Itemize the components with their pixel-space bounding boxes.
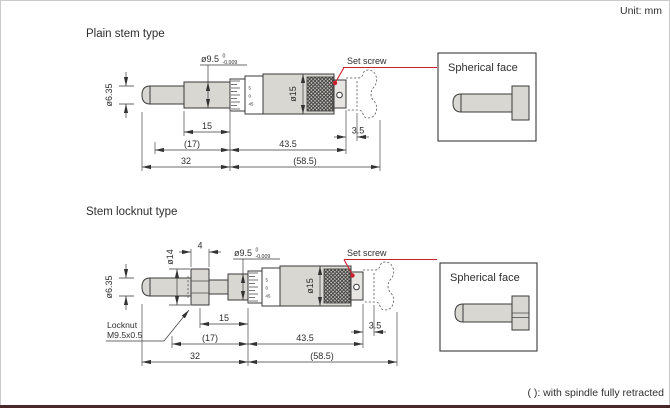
plain-stem-drawing: ø6.35 ø9.5 0 -0.009 5 0 45 ø15 Set screw (104, 54, 437, 171)
knurled-grip (323, 268, 351, 304)
dim-label-17: (17) (202, 333, 218, 343)
spindle-dia-label: ø6.35 (104, 275, 114, 298)
stem (227, 273, 249, 301)
spindle (141, 85, 187, 105)
dim-label-43-5: 43.5 (296, 333, 314, 343)
stem-dia-label: ø9.5 (234, 248, 252, 258)
locknut-inset: Spherical face (439, 262, 538, 352)
phantom-knob-outline (363, 261, 395, 311)
thimble-scale-value: 5 (249, 86, 252, 91)
set-screw-label: Set screw (347, 248, 387, 258)
footer-accent-bar (0, 405, 670, 408)
dim-label-15: 15 (202, 121, 212, 131)
inset-label: Spherical face (448, 62, 518, 74)
thimble-scale-value: 45 (249, 102, 254, 107)
stem (183, 81, 231, 109)
thimble-scale-value: 0 (266, 286, 269, 291)
footnote: ( ): with spindle fully retracted (527, 387, 664, 399)
locknut-facet-lines (191, 280, 209, 294)
plain-inset: Spherical face (437, 52, 537, 142)
stem-dia-label: ø9.5 (201, 54, 219, 64)
thimble-dia-label: ø15 (305, 278, 315, 294)
sleeve-graduation-ticks (249, 272, 258, 302)
phantom-knob-outline (346, 69, 378, 119)
dim-label-3-5: 3.5 (369, 321, 382, 331)
spindle-dia-ticks (119, 85, 134, 105)
inset-body (511, 85, 530, 121)
set-screw-dot (350, 273, 355, 278)
stem-tolerance-lower: -0.009 (256, 254, 271, 260)
locknut-callout-line2: M9.5x0.5 (107, 330, 143, 340)
thimble-scale-value: 5 (266, 278, 269, 283)
stem-dia-leader (200, 64, 247, 82)
set-screw-dot (332, 80, 338, 86)
locknut-dia-label: ø14 (165, 249, 175, 265)
threaded-section (208, 279, 229, 295)
dim-label-17: (17) (184, 139, 200, 149)
dim-label-15: 15 (219, 313, 229, 323)
stem-tolerance-upper: 0 (256, 248, 259, 254)
locknut-drawing: ø6.35 ø14 4 ø9.5 0 -0.009 Locknut M9.5x0… (104, 241, 437, 366)
locknut-width-label: 4 (197, 241, 202, 251)
dim-label-58-5: (58.5) (310, 351, 334, 361)
dim-label-58-5: (58.5) (293, 156, 317, 166)
inset-spindle (454, 303, 513, 323)
spindle-dia-ticks (119, 277, 134, 297)
extension-lines (141, 304, 398, 366)
sleeve-graduation-ticks (231, 80, 240, 110)
unit-label: Unit: mm (620, 5, 662, 17)
spindle-dia-label: ø6.35 (104, 83, 114, 106)
extension-lines (141, 110, 381, 171)
stem-dia-leader (233, 258, 280, 274)
knurled-grip (306, 76, 334, 112)
set-screw-hole (353, 283, 360, 291)
dim-label-32: 32 (190, 351, 200, 361)
dim-label-32: 32 (181, 156, 191, 166)
locknut-width-extensions (190, 249, 210, 267)
dim-label-43-5: 43.5 (279, 139, 297, 149)
locknut-dia-ticks (169, 268, 190, 306)
plain-section-title: Plain stem type (86, 28, 165, 40)
locknut-callout-line1: Locknut (107, 320, 138, 330)
thimble-scale-value: 0 (249, 94, 252, 99)
thimble-scale-value: 45 (266, 294, 271, 299)
set-screw-hole (336, 91, 343, 99)
stem-tolerance-lower: -0.009 (223, 60, 238, 66)
spindle (141, 277, 192, 297)
locknut (190, 268, 210, 306)
inset-spindle (452, 93, 513, 113)
stem-tolerance-upper: 0 (223, 54, 226, 60)
set-screw-label: Set screw (347, 56, 387, 66)
dim-label-3-5: 3.5 (352, 126, 365, 136)
thimble-dia-label: ø15 (288, 86, 298, 102)
inset-label: Spherical face (450, 272, 520, 284)
inset-locknut-grooves (512, 312, 529, 318)
locknut-section-title: Stem locknut type (86, 206, 177, 218)
locknut-callout-leader (163, 309, 190, 342)
set-screw-leader (335, 66, 437, 82)
set-screw-leader (343, 258, 437, 275)
